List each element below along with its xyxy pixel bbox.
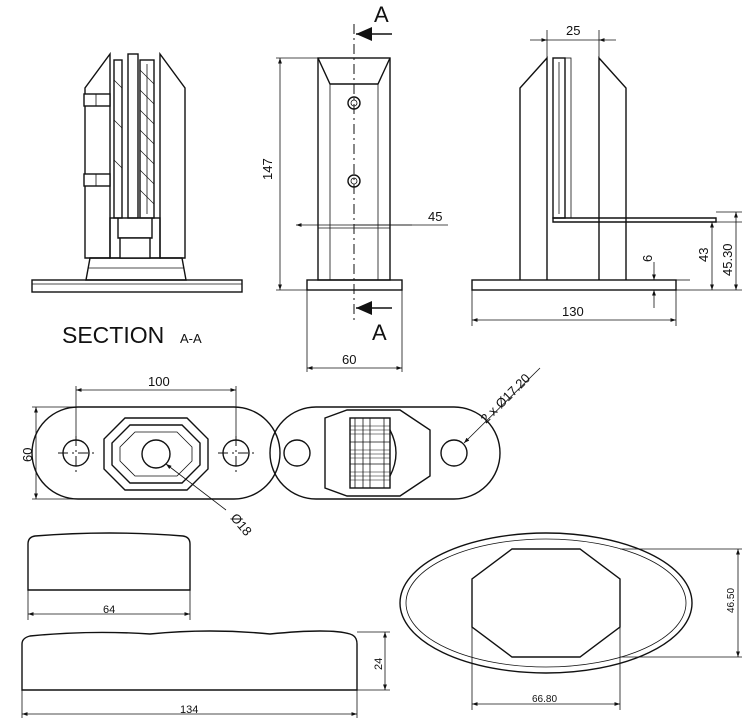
front-screw-hole-upper — [347, 96, 361, 110]
side-clamp-bottom — [552, 217, 717, 223]
cover-front-view: 24 134 — [21, 630, 390, 718]
dim-center-hole: Ø18 — [228, 510, 255, 538]
dim-cover-oval-height: 46.50 — [726, 588, 737, 613]
dim-plate-thickness: 6 — [640, 255, 655, 262]
front-view: A A 147 45 60 — [260, 2, 448, 372]
dim-top-width: 60 — [20, 448, 35, 462]
dim-hole-spacing: 100 — [148, 374, 170, 389]
cover-oval-outer — [399, 532, 693, 674]
cover-oval-inner — [405, 538, 687, 668]
right-mount-hole-1 — [283, 439, 311, 467]
cover-front-outline — [21, 630, 358, 691]
right-mount-hole-2 — [440, 439, 468, 467]
cover-side-outline — [27, 532, 191, 591]
section-left-wall — [84, 51, 111, 259]
dim-cover-height: 24 — [373, 658, 385, 670]
section-arrow-bottom — [356, 301, 372, 315]
glass-panel — [127, 53, 139, 219]
dim-base-width: 60 — [342, 352, 356, 367]
section-view: SECTION A-A — [31, 51, 243, 348]
section-pedestal — [85, 257, 187, 281]
section-base-plate — [31, 279, 243, 293]
section-clamp-right — [139, 59, 155, 219]
section-arrow-top — [356, 27, 372, 41]
dim-clamp-height-2: 45.30 — [720, 243, 735, 276]
right-oval-plate — [269, 406, 501, 500]
cover-side-view: 64 — [27, 532, 191, 620]
top-view-left: 100 60 Ø18 — [20, 374, 281, 539]
cover-octagon-opening — [471, 548, 621, 658]
section-title-suffix: A-A — [180, 331, 202, 346]
dim-cover-inner-width: 66.80 — [532, 694, 557, 705]
dim-mounting-holes: 2 x Ø17.20 — [478, 371, 534, 427]
dim-cover-length: 134 — [180, 704, 198, 716]
left-octagon-outer — [103, 417, 209, 491]
right-clamp-body — [324, 409, 431, 497]
side-base-plate — [471, 279, 677, 291]
front-screw-hole-lower — [347, 174, 361, 188]
set-screw-lower — [83, 173, 111, 187]
dim-cover-side-width: 64 — [103, 604, 115, 616]
section-clamp-left — [113, 59, 123, 219]
set-screw-upper — [83, 93, 111, 107]
side-view: 25 130 6 43 45.30 — [471, 23, 742, 326]
section-marker-top: A — [374, 2, 389, 27]
section-marker-bottom: A — [372, 320, 387, 345]
dim-hole-offset: 45 — [428, 209, 442, 224]
dim-slot-width: 25 — [566, 23, 580, 38]
top-view-right: 2 x Ø17.20 — [269, 367, 541, 500]
dim-clamp-height-1: 43 — [696, 248, 711, 262]
section-inner-pad — [119, 237, 151, 259]
dim-height: 147 — [260, 158, 275, 180]
cover-top-view: 46.50 66.80 — [399, 532, 742, 710]
section-title: SECTION — [62, 322, 164, 348]
center-hole — [141, 439, 171, 469]
section-right-wall — [159, 51, 186, 259]
dim-base-length: 130 — [562, 304, 584, 319]
left-oval-plate — [31, 406, 281, 500]
